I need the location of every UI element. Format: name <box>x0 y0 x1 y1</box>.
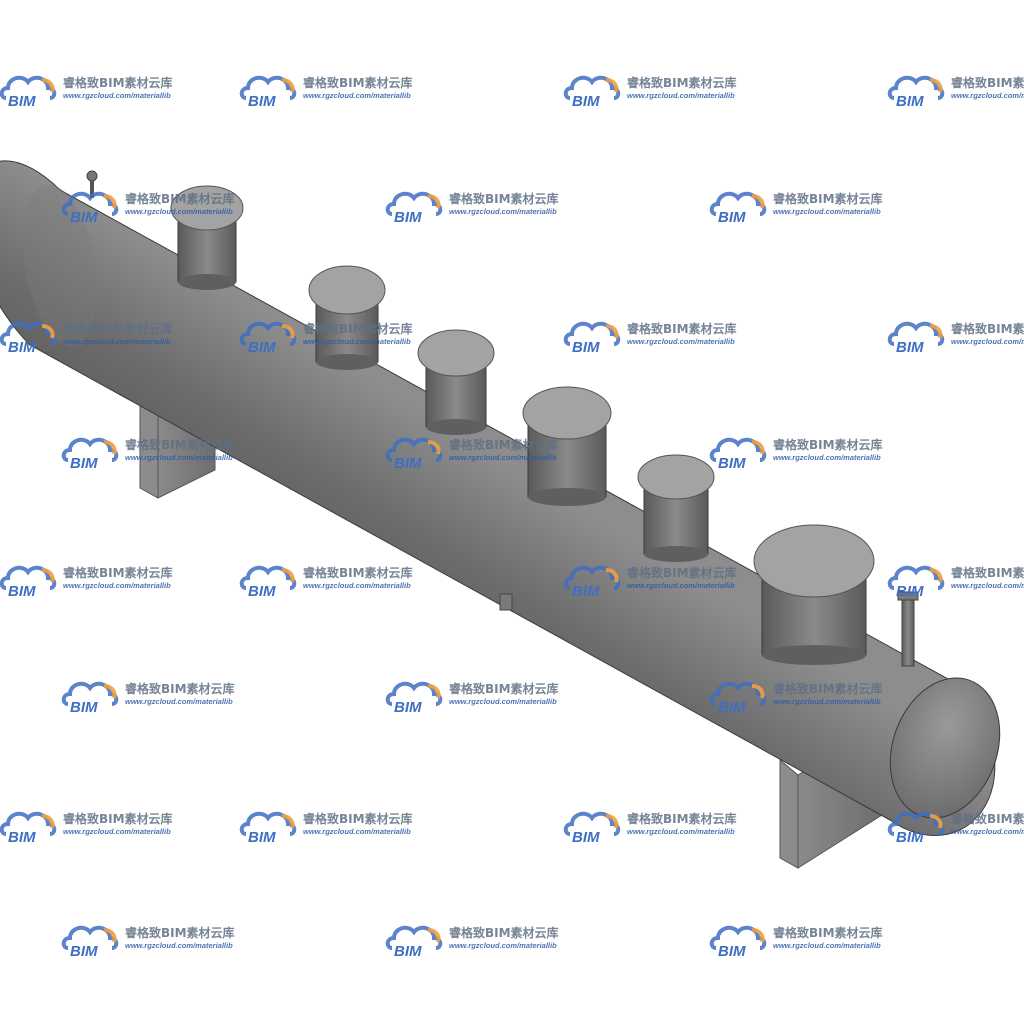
vessel-body <box>0 160 996 836</box>
nozzle-2 <box>308 265 386 370</box>
drain-fitting <box>499 593 513 611</box>
vent-fitting <box>86 170 98 198</box>
nozzle-4 <box>522 386 612 506</box>
nozzle-3 <box>417 329 495 435</box>
nozzle-5 <box>637 454 715 562</box>
nozzle-1 <box>170 185 244 290</box>
thermowell <box>897 591 919 667</box>
nozzle-6 <box>753 524 875 665</box>
